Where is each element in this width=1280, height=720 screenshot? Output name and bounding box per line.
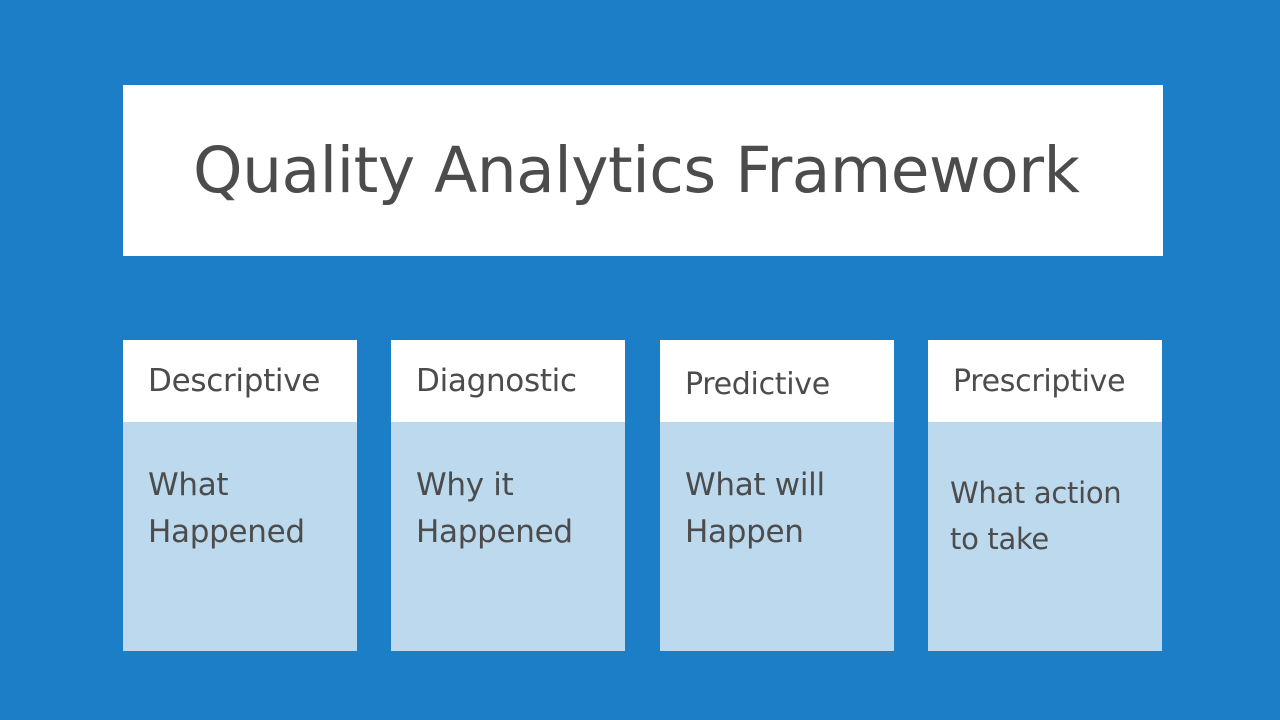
card-header-descriptive: Descriptive <box>123 340 357 422</box>
card-title-prescriptive: Prescriptive <box>953 363 1126 399</box>
analytics-card-prescriptive[interactable]: Prescriptive What action to take <box>928 340 1162 651</box>
card-title-predictive: Predictive <box>685 366 830 402</box>
analytics-card-descriptive[interactable]: Descriptive What Happened <box>123 340 357 651</box>
card-body-diagnostic: Why it Happened <box>391 422 625 651</box>
analytics-card-predictive[interactable]: Predictive What will Happen <box>660 340 894 651</box>
card-body-prescriptive: What action to take <box>928 422 1162 651</box>
card-body-descriptive: What Happened <box>123 422 357 651</box>
analytics-card-row: Descriptive What Happened Diagnostic Why… <box>123 340 1163 651</box>
card-header-predictive: Predictive <box>660 340 894 422</box>
card-header-prescriptive: Prescriptive <box>928 340 1162 422</box>
card-body-predictive: What will Happen <box>660 422 894 651</box>
card-description-descriptive: What Happened <box>148 467 305 550</box>
analytics-card-diagnostic[interactable]: Diagnostic Why it Happened <box>391 340 625 651</box>
card-description-predictive: What will Happen <box>685 467 825 550</box>
card-title-descriptive: Descriptive <box>148 362 321 399</box>
card-title-diagnostic: Diagnostic <box>416 362 577 399</box>
card-header-diagnostic: Diagnostic <box>391 340 625 422</box>
page-title: Quality Analytics Framework <box>193 133 1080 207</box>
card-description-diagnostic: Why it Happened <box>416 467 573 550</box>
title-banner: Quality Analytics Framework <box>123 85 1163 256</box>
card-description-prescriptive: What action to take <box>950 476 1122 556</box>
